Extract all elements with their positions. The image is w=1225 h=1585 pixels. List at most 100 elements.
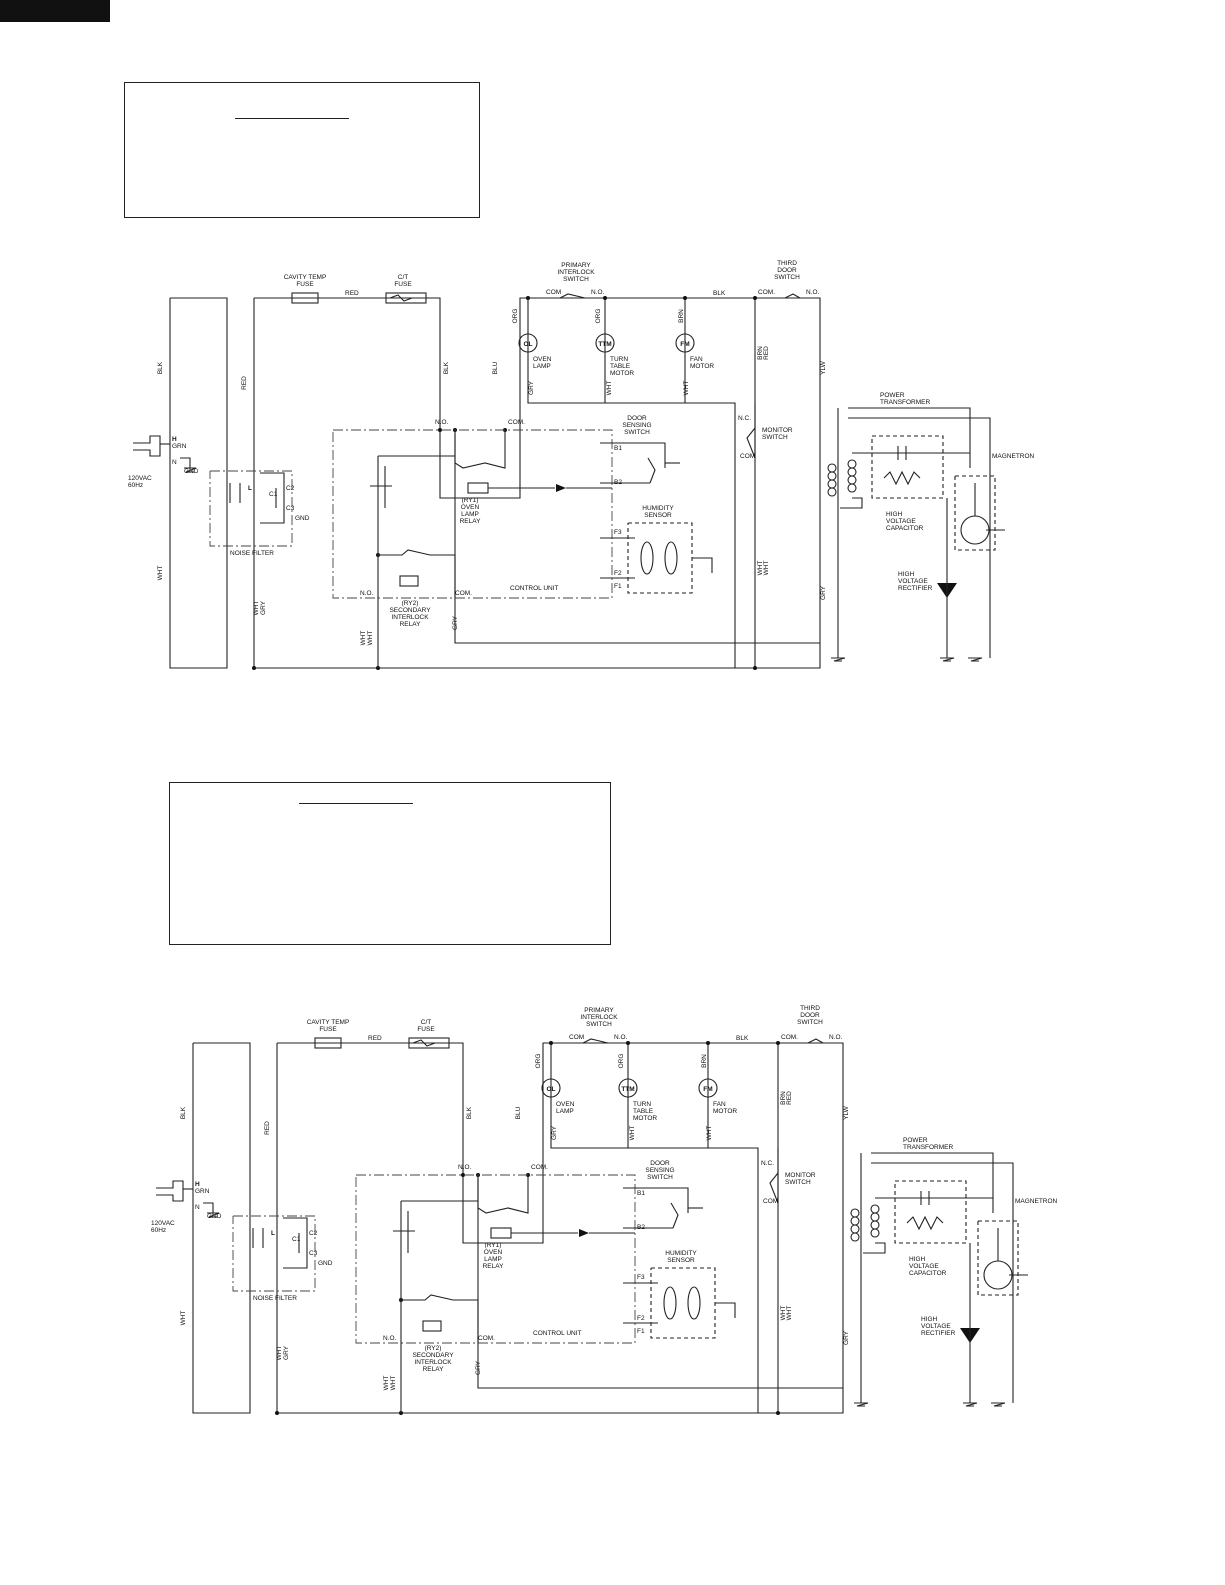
magnetron-label: MAGNETRON (1015, 1198, 1058, 1205)
high-voltage-rectifier-label: VOLTAGE (921, 1323, 951, 1330)
humidity-element (687, 1286, 701, 1320)
c2-label: C2 (309, 1230, 318, 1237)
com-label: COM (763, 1198, 778, 1205)
diode-symbol (556, 484, 566, 492)
fm-symbol-label: FM (703, 1086, 712, 1093)
gnd-label: GND (295, 515, 310, 522)
supply-label: 120VAC (151, 1220, 175, 1227)
fm-name-label: FAN (690, 356, 703, 363)
ground-symbol (968, 657, 983, 662)
note-title-underline (299, 803, 413, 804)
primary-interlock-switch-contact (559, 293, 586, 299)
wire-color-wht-wht: WHT (390, 1376, 397, 1391)
wire-color-brn: BRN (678, 309, 685, 323)
note-title-underline (235, 118, 349, 119)
no-label: N.O. (360, 590, 374, 597)
door-sensing-switch-label: SWITCH (624, 429, 650, 436)
high-voltage-rectifier-label: RECTIFIER (898, 585, 933, 592)
power-transformer-label: TRANSFORMER (903, 1144, 954, 1151)
ttm-name-label: TURN (610, 356, 628, 363)
junction-dot (706, 1041, 710, 1045)
no-label: N.O. (458, 1164, 472, 1171)
c3-label: C3 (286, 505, 295, 512)
capacitor-box (871, 435, 944, 499)
control-unit-label: CONTROL UNIT (510, 585, 559, 592)
oven-lamp-relay-label: RELAY (460, 518, 481, 525)
ground-symbol (184, 467, 197, 473)
noise-filter-box (209, 470, 293, 547)
primary-interlock-switch-label: SWITCH (586, 1021, 612, 1028)
nc-label: N.C. (738, 415, 751, 422)
ground-symbol (963, 1402, 978, 1407)
wire-color-wht-wht: WHT (757, 561, 764, 576)
secondary-interlock-relay-label: SECONDARY (389, 607, 431, 614)
filament-wire (871, 1162, 1014, 1403)
footer-text (0, 1577, 220, 1585)
secondary-interlock-relay-label: INTERLOCK (414, 1359, 452, 1366)
ct-fuse-label: C/T (398, 274, 409, 281)
f2-label: F2 (637, 1315, 645, 1322)
ol-name-label: OVEN (533, 356, 552, 363)
transformer-secondary-coil (847, 459, 857, 469)
ground-symbol (854, 1402, 869, 1407)
cavity-temp-fuse-label: CAVITY TEMP (284, 274, 327, 281)
oven-lamp-relay-label: OVEN (484, 1249, 503, 1256)
junction-dot (683, 296, 687, 300)
ry1-coil (490, 1227, 512, 1239)
wire-color-red: RED (345, 290, 359, 297)
monitor-switch-contact (769, 1172, 779, 1204)
ttm-name-label: MOTOR (610, 370, 634, 377)
ct-fuse (385, 292, 427, 304)
wire-color-blk: BLK (736, 1035, 749, 1042)
wire-color-wht-gry: GRY (283, 1345, 290, 1360)
filament-wire (871, 1152, 994, 1213)
wire-color-red: RED (241, 376, 248, 390)
third-door-switch-label: SWITCH (797, 1019, 823, 1026)
primary-interlock-switch-label: SWITCH (563, 276, 589, 283)
fm-name-label: MOTOR (713, 1108, 737, 1115)
ct-fuse (408, 1037, 450, 1049)
supply-label: 60Hz (151, 1227, 166, 1234)
wire-color-gry: GRY (843, 1330, 850, 1345)
com-label: COM. (455, 590, 472, 597)
note-box-top (124, 82, 480, 218)
b2-label: B2 (637, 1224, 645, 1231)
wire-color-blk: BLK (157, 361, 164, 374)
wire-color-blk: BLK (443, 361, 450, 374)
wire-color-brn-red: BRN (757, 346, 764, 360)
ol-name-label: LAMP (533, 363, 551, 370)
wire-color-wht-gry: WHT (253, 601, 260, 616)
cavity-temp-fuse-label: FUSE (319, 1026, 337, 1033)
high-voltage-capacitor-label: HIGH (909, 1256, 926, 1263)
com-label: COM. (508, 419, 525, 426)
door-sensing-switch-label: SENSING (645, 1167, 674, 1174)
third-door-switch-label: DOOR (777, 267, 797, 274)
noise-filter-label: NOISE FILTER (230, 550, 274, 557)
no-label: N.O. (591, 289, 605, 296)
transformer-secondary-coil (870, 1228, 880, 1238)
wire-color-org: ORG (512, 309, 519, 324)
wire-color-red: RED (368, 1035, 382, 1042)
ttm-name-label: TABLE (633, 1108, 654, 1115)
door-sensing-switch-label: DOOR (627, 415, 647, 422)
fuse-element (412, 1039, 436, 1047)
wire-color-wht: WHT (157, 566, 164, 581)
wire-color-wht: WHT (629, 1126, 636, 1141)
bleeder-resistor (883, 470, 921, 486)
secondary-interlock-relay-label: SECONDARY (412, 1352, 454, 1359)
noise-filter-wire (283, 1217, 308, 1269)
primary-interlock-switch-contact (582, 1038, 609, 1044)
sensor-ground (692, 557, 713, 573)
wire-color-wht-wht: WHT (383, 1376, 390, 1391)
monitor-switch-label: MONITOR (785, 1172, 816, 1179)
monitor-switch-label: SWITCH (785, 1179, 811, 1186)
junction-dot (461, 1173, 465, 1177)
monitor-switch-contact (746, 427, 756, 459)
fm-name-label: MOTOR (690, 363, 714, 370)
com-label: COM (546, 289, 561, 296)
magnetron-box (954, 475, 996, 551)
control-unit-box (355, 1174, 636, 1344)
cavity-temp-fuse-label: CAVITY TEMP (307, 1019, 350, 1026)
plug-h-label: H (172, 436, 177, 443)
main-wire (277, 1042, 778, 1244)
